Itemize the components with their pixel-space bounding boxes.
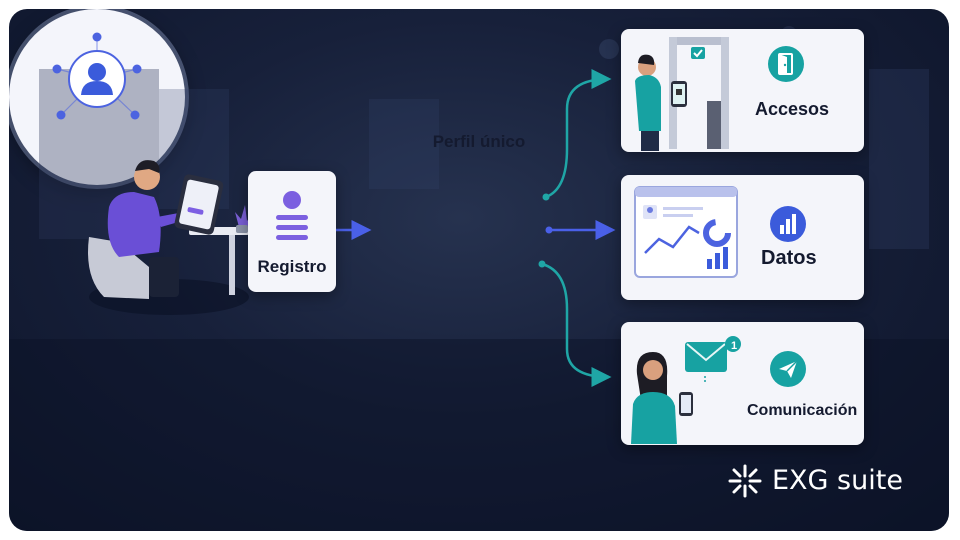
diagram-canvas: Registro Perfil único <box>9 9 949 531</box>
comunicacion-label: Comunicación <box>747 402 858 419</box>
registro-card: Registro <box>248 171 336 292</box>
datos-card: Datos <box>621 175 864 300</box>
bar-chart-icon <box>770 206 806 242</box>
door-icon <box>768 46 804 82</box>
notification-badge: 1 <box>730 340 738 352</box>
comunicacion-card: 1 Comunicación <box>621 322 864 445</box>
perfil-unico-node: Perfil único <box>9 9 525 185</box>
venue-background <box>9 26 949 531</box>
access-gate-illustration <box>635 37 729 151</box>
brand-name: EXG suite <box>772 465 903 496</box>
person-at-desk-illustration <box>88 160 251 315</box>
perfil-unico-label: Perfil único <box>432 132 526 151</box>
arrow-perfil-to-comunicacion <box>541 262 612 387</box>
dashboard-illustration <box>634 186 738 278</box>
form-icon <box>276 191 308 240</box>
send-icon <box>770 351 806 387</box>
person-with-phone-illustration <box>631 352 693 444</box>
datos-label: Datos <box>761 247 817 269</box>
envelope-icon <box>685 336 741 382</box>
arrow-perfil-to-accesos <box>545 69 612 199</box>
accesos-card: Accesos <box>621 29 864 152</box>
registro-label: Registro <box>257 257 327 276</box>
connector-lines <box>336 69 616 387</box>
user-network-icon <box>52 32 142 120</box>
accesos-label: Accesos <box>755 99 830 119</box>
snowflake-logo-icon <box>728 464 762 498</box>
